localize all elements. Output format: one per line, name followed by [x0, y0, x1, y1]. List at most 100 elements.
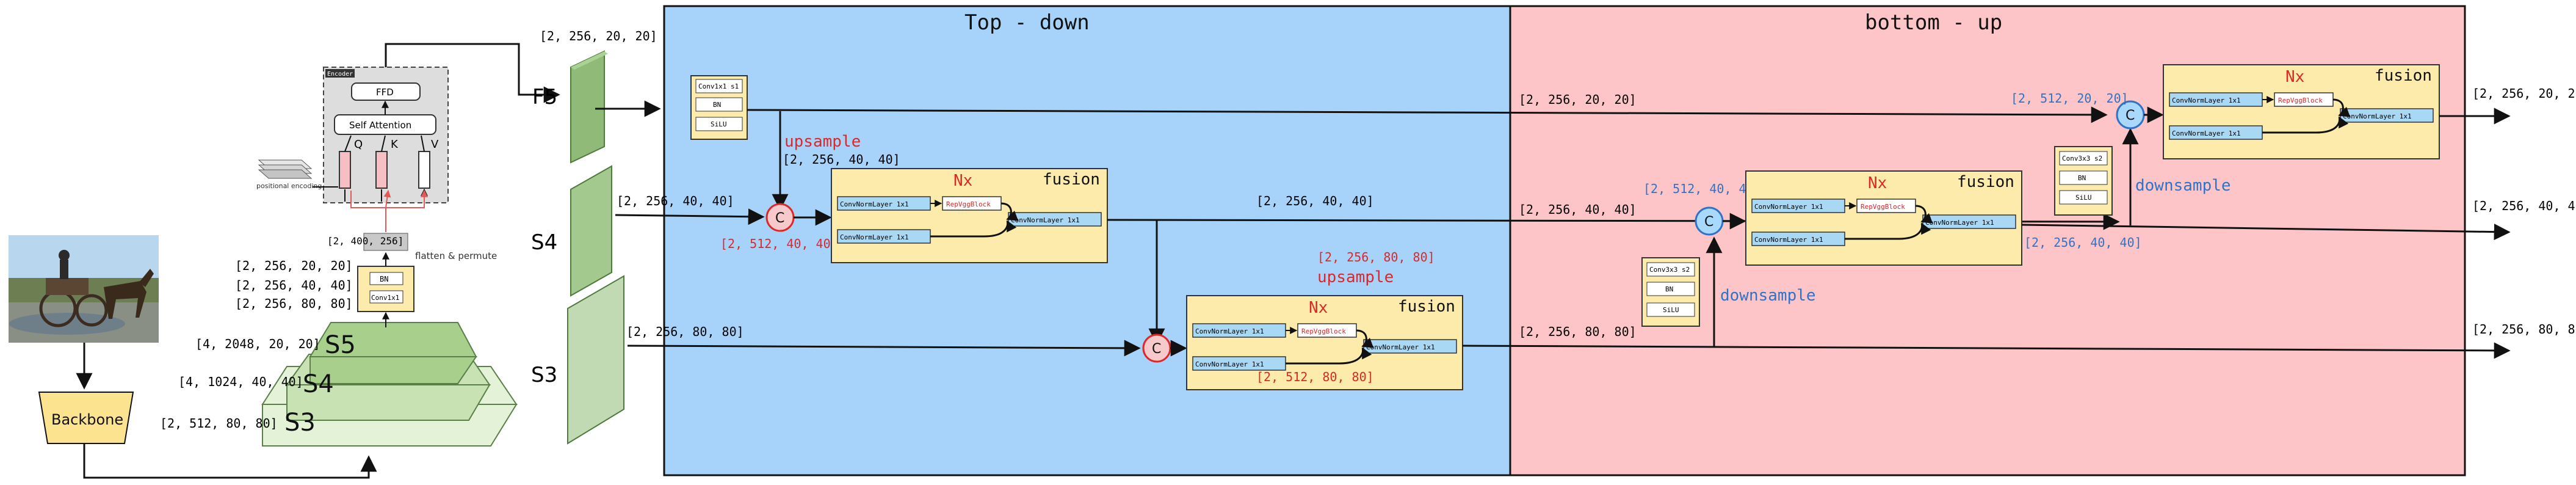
fusion-title: fusion — [2375, 67, 2432, 85]
proj-bn: BN — [380, 275, 388, 283]
encoder-q: Q — [354, 138, 363, 151]
encoder-title: Encoder — [327, 71, 353, 78]
output-3: [2, 256, 80, 80] — [2472, 322, 2576, 337]
s3-label: S3 — [531, 363, 557, 387]
input-image — [9, 235, 159, 343]
proj-conv: Conv1x1 — [371, 294, 399, 302]
td-s4-dims: [2, 256, 40, 40] — [617, 194, 734, 208]
downsample-1: downsample — [1720, 286, 1816, 305]
dim-s4: [4, 1024, 40, 40] — [178, 374, 303, 389]
bu2-l1: Conv3x3 s2 — [2062, 155, 2102, 162]
conv-norm-a-label: ConvNormLayer 1x1 — [2172, 97, 2241, 104]
f5-dims: [2, 256, 20, 20] — [540, 29, 657, 43]
repvgg-label: RepVggBlock — [1861, 203, 1905, 211]
repvgg-label: RepVggBlock — [946, 200, 991, 208]
bu-cat1-dims: [2, 512, 40, 40] — [1643, 181, 1761, 196]
bu1-l3: SiLU — [1663, 306, 1679, 314]
top-down-title: Top - down — [964, 10, 1090, 35]
upsample-1: upsample — [784, 133, 861, 151]
bu2-l3: SiLU — [2075, 194, 2092, 202]
bu-conv-block-1: Conv3x3 s2 BN SiLU — [1641, 257, 1700, 327]
td-f5-line-dims: [2, 256, 40, 40] — [783, 152, 900, 167]
bu-row3-dims: [2, 256, 80, 80] — [1519, 324, 1637, 339]
fusion-title: fusion — [1043, 170, 1100, 189]
bu-row2-dims: [2, 256, 40, 40] — [1519, 202, 1637, 217]
encoder-block: Encoder FFD Self Attention Q K V — [323, 67, 449, 232]
positional-encoding-stack: positional encoding — [256, 159, 338, 190]
nx-label: Nx — [1868, 174, 1887, 192]
flat-dims: [2, 400, 256] — [327, 235, 403, 247]
proj-dim-2: [2, 256, 40, 40] — [235, 278, 353, 293]
nx-label: Nx — [2285, 68, 2304, 86]
s4-slab: S4 — [531, 165, 612, 297]
proj-dim-3: [2, 256, 80, 80] — [235, 296, 353, 311]
pos-enc-label: positional encoding — [256, 182, 322, 190]
bu2-l2: BN — [2078, 174, 2086, 182]
td-up2-dims: [2, 256, 80, 80] — [1317, 250, 1435, 264]
fusion-title: fusion — [1398, 297, 1455, 316]
conv-norm-b-label: ConvNormLayer 1x1 — [1754, 236, 1823, 244]
upsample-2: upsample — [1317, 268, 1394, 286]
conv-norm-b-label: ConvNormLayer 1x1 — [1195, 360, 1264, 368]
td-fuse1-out-dims: [2, 256, 40, 40] — [1256, 194, 1374, 208]
encoder-ffd: FFD — [376, 87, 394, 98]
backbone-pyramid: S5 S4 S3 — [261, 322, 518, 447]
dim-s5: [4, 2048, 20, 20] — [195, 337, 320, 351]
fusion-title: fusion — [1957, 173, 2014, 191]
proj-dim-1: [2, 256, 20, 20] — [235, 258, 353, 273]
flatten-token — [363, 233, 408, 251]
bu-fuse1-out-dims: [2, 256, 40, 40] — [2024, 235, 2142, 250]
encoder-self-attention: Self Attention — [349, 120, 411, 131]
conv-norm-b-label: ConvNormLayer 1x1 — [840, 233, 909, 241]
td-s3-dims: [2, 256, 80, 80] — [626, 324, 744, 339]
conv-norm-a-label: ConvNormLayer 1x1 — [1754, 203, 1823, 211]
pyramid-s4: S4 — [303, 370, 334, 398]
bu1-l2: BN — [1665, 285, 1673, 293]
downsample-2: downsample — [2135, 177, 2231, 195]
backbone-label: Backbone — [51, 411, 123, 428]
dim-s3: [2, 512, 80, 80] — [160, 416, 278, 431]
output-1: [2, 256, 20, 20] — [2472, 86, 2576, 101]
conv-norm-out-label: ConvNormLayer 1x1 — [2343, 112, 2412, 120]
conv-norm-b-label: ConvNormLayer 1x1 — [2172, 129, 2241, 137]
bu-concat-2-label: C — [2126, 108, 2135, 123]
td-concat-1-label: C — [775, 211, 784, 226]
backbone-block: Backbone — [38, 392, 134, 444]
nx-label: Nx — [1309, 299, 1328, 317]
bu-concat-1-label: C — [1704, 214, 1713, 230]
projection-block: BN Conv1x1 — [357, 266, 414, 312]
conv-norm-out-label: ConvNormLayer 1x1 — [1366, 343, 1435, 351]
bu-row1-dims: [2, 256, 20, 20] — [1519, 92, 1637, 107]
td-conv-l2: BN — [713, 101, 721, 109]
f5-label: F5 — [532, 85, 557, 109]
bu-conv-block-2: Conv3x3 s2 BN SiLU — [2054, 146, 2113, 216]
bottom-up-title: bottom - up — [1865, 10, 2002, 35]
encoder-k: K — [391, 138, 399, 151]
conv-norm-a-label: ConvNormLayer 1x1 — [1195, 327, 1264, 335]
s4-label: S4 — [531, 230, 557, 255]
pyramid-s5: S5 — [325, 331, 356, 359]
pyramid-s3: S3 — [284, 409, 316, 437]
f5-slab: F5 [2, 256, 20, 20] — [532, 29, 657, 164]
td-cat2-dims: [2, 512, 80, 80] — [1256, 370, 1374, 384]
encoder-v: V — [431, 138, 439, 151]
conv-norm-a-label: ConvNormLayer 1x1 — [840, 200, 909, 208]
conv-norm-out-label: ConvNormLayer 1x1 — [1011, 216, 1080, 224]
bu1-l1: Conv3x3 s2 — [1649, 266, 1690, 274]
s3-slab: S3 — [531, 275, 624, 445]
conv-norm-out-label: ConvNormLayer 1x1 — [1925, 219, 1994, 227]
td-cat1-dims: [2, 512, 40, 40] — [720, 236, 838, 251]
repvgg-label: RepVggBlock — [1301, 327, 1346, 335]
td-conv-l1: Conv1x1 s1 — [698, 82, 739, 90]
td-concat-2-label: C — [1152, 341, 1161, 357]
output-2: [2, 256, 40, 40] — [2472, 199, 2576, 213]
bu-cat2-dims: [2, 512, 20, 20] — [2011, 91, 2129, 106]
td-conv-l3: SiLU — [711, 120, 727, 128]
repvgg-label: RepVggBlock — [2278, 97, 2323, 104]
